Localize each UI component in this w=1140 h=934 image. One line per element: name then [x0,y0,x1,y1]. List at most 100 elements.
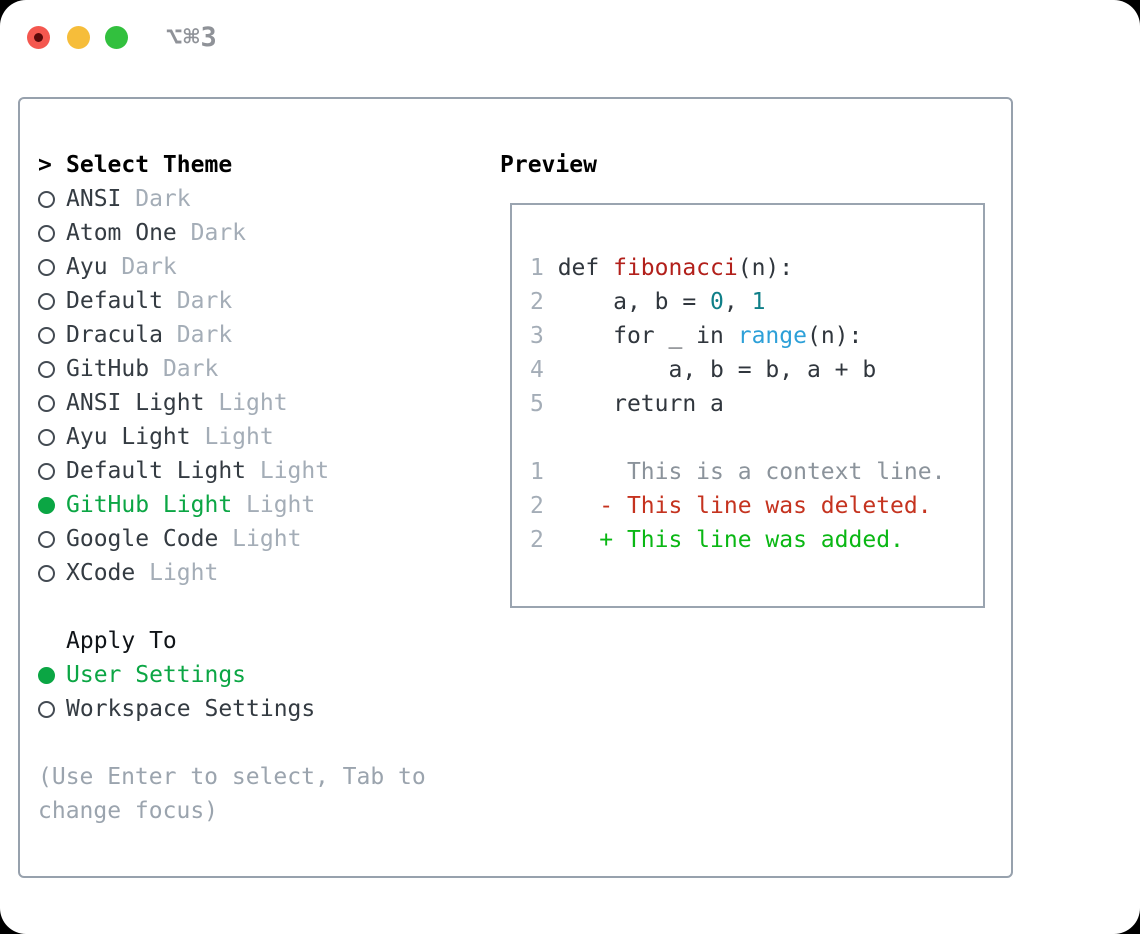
code-line: 3 for _ in range(n): [530,319,983,353]
line-number: 2 [530,493,544,519]
line-number: 2 [530,527,544,553]
code-line: 2 - This line was deleted. [530,489,983,523]
theme-variant: Dark [162,322,233,348]
radio-icon [38,258,55,276]
radio-icon [38,292,55,310]
theme-variant: Light [246,458,330,484]
theme-option-xcode[interactable]: XCode Light [38,556,468,590]
close-button[interactable] [27,26,50,49]
theme-variant: Light [135,560,219,586]
theme-name: Atom One [66,220,177,246]
theme-option-ayu-light[interactable]: Ayu Light Light [38,420,468,454]
apply-option-label: Workspace Settings [66,696,316,722]
code-line: 1 This is a context line. [530,455,983,489]
radio-icon [38,462,55,480]
radio-icon [38,224,55,242]
theme-variant: Dark [121,186,191,212]
theme-variant: Dark [176,220,247,246]
spacer [38,590,468,624]
code-segment: (n): [737,255,794,281]
spacer [38,726,468,760]
theme-option-github[interactable]: GitHub Dark [38,352,468,386]
theme-variant: Dark [107,254,177,280]
theme-option-ayu[interactable]: Ayu Dark [38,250,468,284]
apply-option-label: User Settings [66,662,247,688]
theme-option-default-light[interactable]: Default Light Light [38,454,468,488]
theme-option-atom-one[interactable]: Atom One Dark [38,216,468,250]
prompt-icon: > [38,152,52,178]
code-segment: 1 [751,289,766,315]
radio-icon [38,360,55,378]
keyboard-hint: (Use Enter to select, Tab to change focu… [38,764,426,824]
theme-name: GitHub Light [66,492,233,518]
theme-option-dracula[interactable]: Dracula Dark [38,318,468,352]
theme-variant: Light [232,492,316,518]
window-title: ⌥⌘3 [166,22,218,53]
radio-icon [38,530,55,548]
radio-icon [38,700,55,718]
code-segment: , [723,289,752,315]
code-segment: 0 [710,289,724,315]
radio-icon [38,564,55,582]
line-number: 3 [530,323,544,349]
code-segment: (n): [806,323,863,349]
radio-icon [38,190,55,208]
radio-icon [38,326,55,344]
line-number: 2 [530,289,544,315]
theme-name: Google Code [66,526,219,552]
theme-name: Default [66,288,163,314]
theme-variant: Light [204,390,288,416]
apply-option-workspace-settings[interactable]: Workspace Settings [38,692,468,726]
theme-option-ansi[interactable]: ANSI Dark [38,182,468,216]
theme-variant: Dark [162,288,233,314]
theme-option-default[interactable]: Default Dark [38,284,468,318]
theme-name: Default Light [66,458,247,484]
theme-variant: Light [218,526,302,552]
theme-name: Ayu [66,254,108,280]
theme-option-google-code[interactable]: Google Code Light [38,522,468,556]
preview-title: Preview [500,152,597,178]
theme-option-github-light[interactable]: GitHub Light Light [38,488,468,522]
theme-name: GitHub [66,356,150,382]
theme-name: XCode [66,560,136,586]
line-number: 4 [530,357,544,383]
code-segment: + This line was added. [557,527,904,553]
code-segment: This is a context line. [557,459,946,485]
line-number: 1 [530,255,544,281]
select-theme-header: > Select Theme [38,148,468,182]
apply-to-title: Apply To [66,628,177,654]
apply-to-header: Apply To [38,624,468,658]
theme-name: ANSI [66,186,122,212]
titlebar: ⌥⌘3 [0,0,1140,74]
radio-icon [38,666,55,684]
select-theme-title: Select Theme [66,152,233,178]
theme-variant: Light [190,424,274,450]
theme-name: ANSI Light [66,390,205,416]
minimize-button[interactable] [67,26,90,49]
line-number: 5 [530,391,544,417]
unsaved-dot-icon [34,33,43,42]
code-segment: - This line was deleted. [557,493,932,519]
code-line [530,421,983,455]
theme-option-ansi-light[interactable]: ANSI Light Light [38,386,468,420]
code-segment: for _ in [557,323,738,349]
code-segment: a, b = [557,289,711,315]
radio-icon [38,394,55,412]
code-segment: return a [557,391,724,417]
radio-icon [38,496,55,514]
code-line: 5 return a [530,387,983,421]
code-line: 4 a, b = b, a + b [530,353,983,387]
code-line: 2 + This line was added. [530,523,983,557]
zoom-button[interactable] [105,26,128,49]
code-segment: def [557,255,614,281]
apply-option-user-settings[interactable]: User Settings [38,658,468,692]
theme-variant: Dark [149,356,219,382]
line-number: 1 [530,459,544,485]
